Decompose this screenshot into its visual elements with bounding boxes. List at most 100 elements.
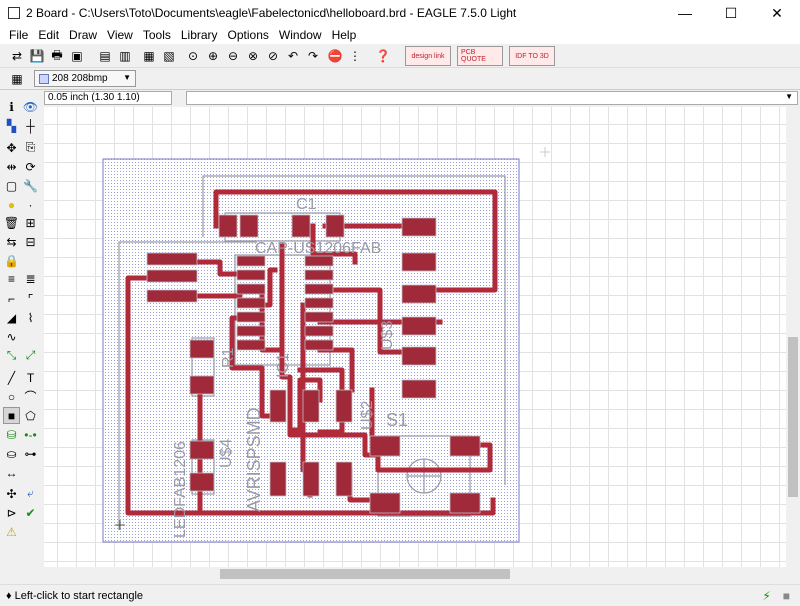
mark-icon[interactable]: ┼	[26, 118, 35, 133]
replace-icon[interactable]: ⇆	[6, 234, 17, 249]
wire-icon[interactable]: ╱	[7, 370, 16, 385]
move-icon[interactable]: ✥	[6, 140, 17, 155]
display-icon[interactable]: ▚	[6, 118, 17, 133]
errors-icon[interactable]: ⚠	[6, 524, 17, 539]
smash-icon[interactable]: ≡	[7, 271, 15, 286]
auto-icon[interactable]: ⤶	[27, 486, 34, 500]
open-icon[interactable]: ⇄	[11, 49, 23, 63]
pad	[369, 492, 401, 514]
padlock-icon[interactable]: 🔒	[4, 253, 19, 268]
menu-library[interactable]: Library	[180, 28, 218, 42]
rectangle-icon[interactable]: ■	[3, 407, 20, 424]
value-icon[interactable]: ≣	[25, 271, 36, 286]
redo-icon[interactable]: ↷	[307, 49, 319, 63]
pads	[146, 214, 481, 514]
grid-icon[interactable]: ▦	[11, 72, 23, 86]
route-icon[interactable]: ∿	[6, 329, 17, 344]
via-icon[interactable]: ⛁	[6, 427, 17, 442]
pad	[146, 269, 198, 283]
delete-icon[interactable]: ·	[28, 197, 33, 212]
stop-icon[interactable]: ⛔	[327, 49, 343, 63]
help-icon[interactable]: ❓	[375, 49, 391, 63]
brd-icon[interactable]: ▦	[143, 49, 155, 63]
close-button[interactable]: ✕	[771, 4, 783, 21]
lightning-icon[interactable]: ⚡	[762, 589, 771, 603]
lock-icon[interactable]: ⊟	[25, 234, 36, 249]
menu-file[interactable]: File	[9, 28, 29, 42]
menu-options[interactable]: Options	[227, 28, 269, 42]
ulp-icon[interactable]: ▥	[119, 49, 131, 63]
undo-icon[interactable]: ↶	[287, 49, 299, 63]
hole-icon[interactable]: ⛀	[6, 446, 17, 461]
menu-window[interactable]: Window	[278, 28, 322, 42]
trash-icon[interactable]: 🗑	[3, 215, 20, 230]
arc-icon[interactable]: ⌒	[24, 390, 37, 404]
polygon-icon[interactable]: ⬠	[25, 408, 36, 423]
horizontal-scroll-thumb[interactable]	[220, 569, 510, 579]
drc-icon[interactable]: ⊳	[6, 505, 17, 520]
label-avrisp: AVRISPSMD	[244, 407, 264, 512]
pad	[304, 311, 334, 323]
menu-tools[interactable]: Tools	[142, 28, 171, 42]
dimension-icon[interactable]: ↔	[5, 465, 18, 480]
pad	[189, 440, 215, 460]
zoom-select-icon[interactable]: ⊗	[247, 49, 259, 63]
group-icon[interactable]: ▢	[5, 178, 18, 193]
attribute-icon[interactable]: ⊶	[24, 446, 37, 461]
pcb-quote-button[interactable]: PCB QUOTE	[457, 46, 503, 66]
menu-draw[interactable]: Draw	[69, 28, 98, 42]
pad	[236, 311, 266, 323]
menu-view[interactable]: View	[107, 28, 133, 42]
pad	[189, 339, 215, 359]
erc-icon[interactable]: ✔	[25, 505, 36, 520]
horizontal-scrollbar[interactable]	[44, 567, 786, 581]
paste-icon[interactable]: ●	[7, 197, 16, 212]
origin-marker	[115, 520, 125, 530]
board-canvas[interactable]: C1 CAP-US1206FAB S1 R1 IC1 U$3 U$2 U$4 L…	[44, 107, 786, 567]
label-u4: U$4	[218, 439, 235, 468]
signal-icon[interactable]: •-•	[24, 427, 37, 442]
zoom-out-icon[interactable]: ⊖	[227, 49, 239, 63]
print-icon[interactable]: 🖶	[51, 47, 63, 62]
minimize-button[interactable]: —	[678, 5, 692, 21]
title-bar: 2 Board - C:\Users\Toto\Documents\eagle\…	[0, 0, 800, 26]
redraw-icon[interactable]: ⊘	[267, 49, 279, 63]
menu-help[interactable]: Help	[331, 28, 357, 42]
autoroute-icon[interactable]: ⤡	[6, 348, 17, 362]
split-icon[interactable]: ⌐	[7, 291, 15, 306]
copy-icon[interactable]: ⎘	[25, 140, 36, 154]
ripup-icon[interactable]: ⤢	[25, 348, 36, 362]
pad	[146, 252, 198, 266]
change-icon[interactable]: 🔧	[23, 178, 38, 193]
sch-icon[interactable]: ▧	[163, 49, 175, 63]
go-icon[interactable]: ⋮	[349, 49, 361, 63]
design-link-button[interactable]: design link	[405, 46, 451, 66]
layer-select[interactable]: 208 208bmp ▼	[34, 70, 136, 87]
vertical-scroll-thumb[interactable]	[788, 337, 798, 497]
cam-icon[interactable]: ▣	[71, 49, 83, 63]
info-icon[interactable]: ℹ	[9, 99, 14, 114]
menu-edit[interactable]: Edit	[38, 28, 60, 42]
miter-icon[interactable]: ⌜	[27, 291, 34, 306]
meander-icon[interactable]: ⌇	[27, 310, 34, 325]
zoom-fit-icon[interactable]: ⊙	[187, 49, 199, 63]
layer-select-value: 208 208bmp	[52, 73, 108, 84]
zoom-in-icon[interactable]: ⊕	[207, 49, 219, 63]
vertical-scrollbar[interactable]	[786, 107, 800, 567]
text-icon[interactable]: T	[26, 370, 35, 385]
pad	[236, 339, 266, 351]
maximize-button[interactable]: ☐	[724, 4, 738, 21]
add-icon[interactable]: ⊞	[25, 215, 36, 230]
circle-icon[interactable]: ○	[7, 389, 16, 404]
command-input[interactable]: ▼	[186, 91, 798, 105]
chevron-down-icon[interactable]: ▼	[785, 92, 793, 101]
optimize-icon[interactable]: ◢	[6, 310, 17, 325]
script-icon[interactable]: ▤	[99, 49, 111, 63]
ratsnest-icon[interactable]: ✣	[6, 486, 17, 501]
mirror-icon[interactable]: ⇹	[6, 159, 17, 174]
save-icon[interactable]: 💾	[29, 49, 45, 63]
stop-icon[interactable]: ■	[782, 589, 790, 603]
show-icon[interactable]: 👁	[22, 99, 39, 114]
idf-3d-button[interactable]: IDF TO 3D	[509, 46, 555, 66]
rotate-icon[interactable]: ⟳	[25, 159, 36, 174]
